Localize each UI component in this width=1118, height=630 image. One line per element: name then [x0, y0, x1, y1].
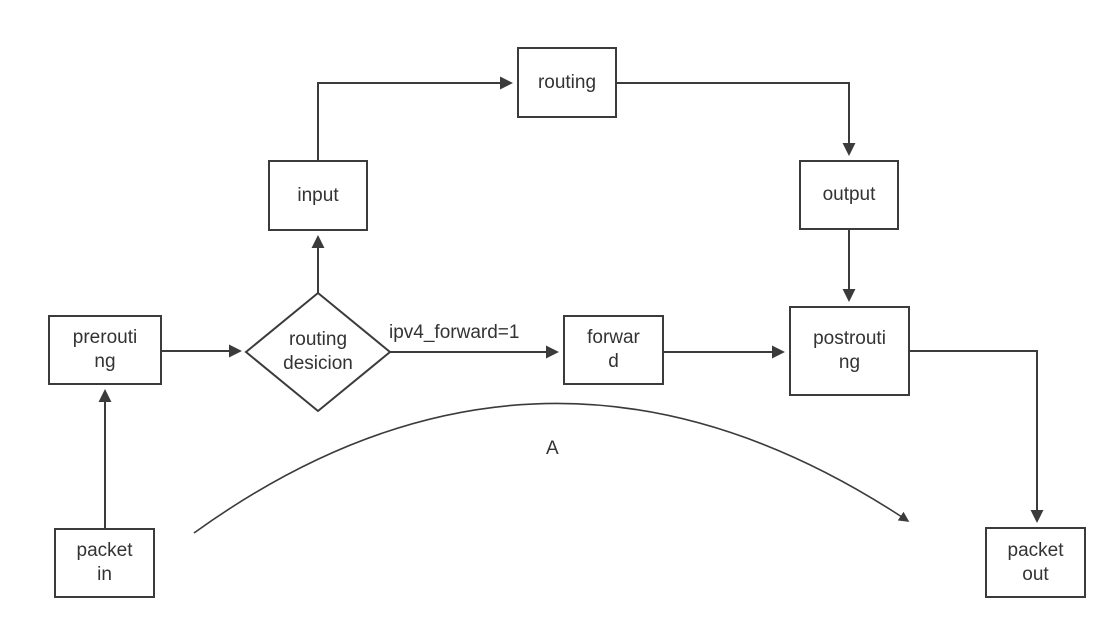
node-label: input — [297, 184, 338, 208]
node-input-label: input — [297, 184, 339, 206]
node-label: packet out — [1008, 539, 1064, 587]
node-input: input — [268, 160, 368, 231]
node-forward-line2: d — [608, 351, 619, 372]
node-prerouting: prerouti ng — [48, 315, 162, 385]
edge-label-ipv4-forward: ipv4_forward=1 — [389, 322, 520, 343]
edge-bypass-curve — [193, 402, 910, 534]
node-packet-out-line2: out — [1022, 563, 1049, 585]
node-routing-label: routing — [537, 71, 597, 93]
edge-input-routing — [317, 76, 513, 160]
node-label: routing desicion — [283, 328, 353, 376]
edge-label-bypass-a: A — [546, 438, 559, 459]
node-packet-out-line1: packet — [1007, 539, 1064, 561]
edge-postrouting-packetout — [910, 350, 1044, 523]
node-prerouting-line2: ng — [94, 351, 116, 372]
node-packet-out: packet out — [985, 527, 1086, 598]
node-output: output — [799, 160, 899, 230]
node-packet-in-line1: packet — [76, 540, 133, 562]
node-forward-line1: forwar — [587, 327, 640, 349]
node-output-label: output — [822, 184, 876, 206]
node-label: postrouti ng — [813, 327, 886, 375]
node-forward: forwar d — [563, 315, 664, 385]
node-postrouting: postrouti ng — [789, 306, 910, 396]
node-label: output — [823, 183, 876, 207]
node-prerouting-line1: prerouti — [72, 327, 138, 349]
node-label: packet in — [77, 539, 133, 587]
node-postrouting-line2: ng — [838, 352, 861, 373]
node-routing-decision-line2: desicion — [283, 353, 353, 374]
edge-routing-output — [617, 82, 856, 156]
node-label: forwar d — [587, 326, 640, 374]
node-routing: routing — [517, 47, 617, 118]
node-postrouting-line1: postrouti — [813, 328, 886, 350]
node-routing-decision-shape — [244, 291, 392, 413]
node-routing-decision-line1: routing — [288, 329, 348, 351]
node-label: prerouti ng — [73, 326, 137, 374]
node-label: routing — [538, 71, 596, 95]
node-packet-in: packet in — [54, 528, 155, 598]
node-routing-decision-label: routing desicion — [258, 322, 378, 382]
node-packet-in-line2: in — [97, 564, 112, 585]
